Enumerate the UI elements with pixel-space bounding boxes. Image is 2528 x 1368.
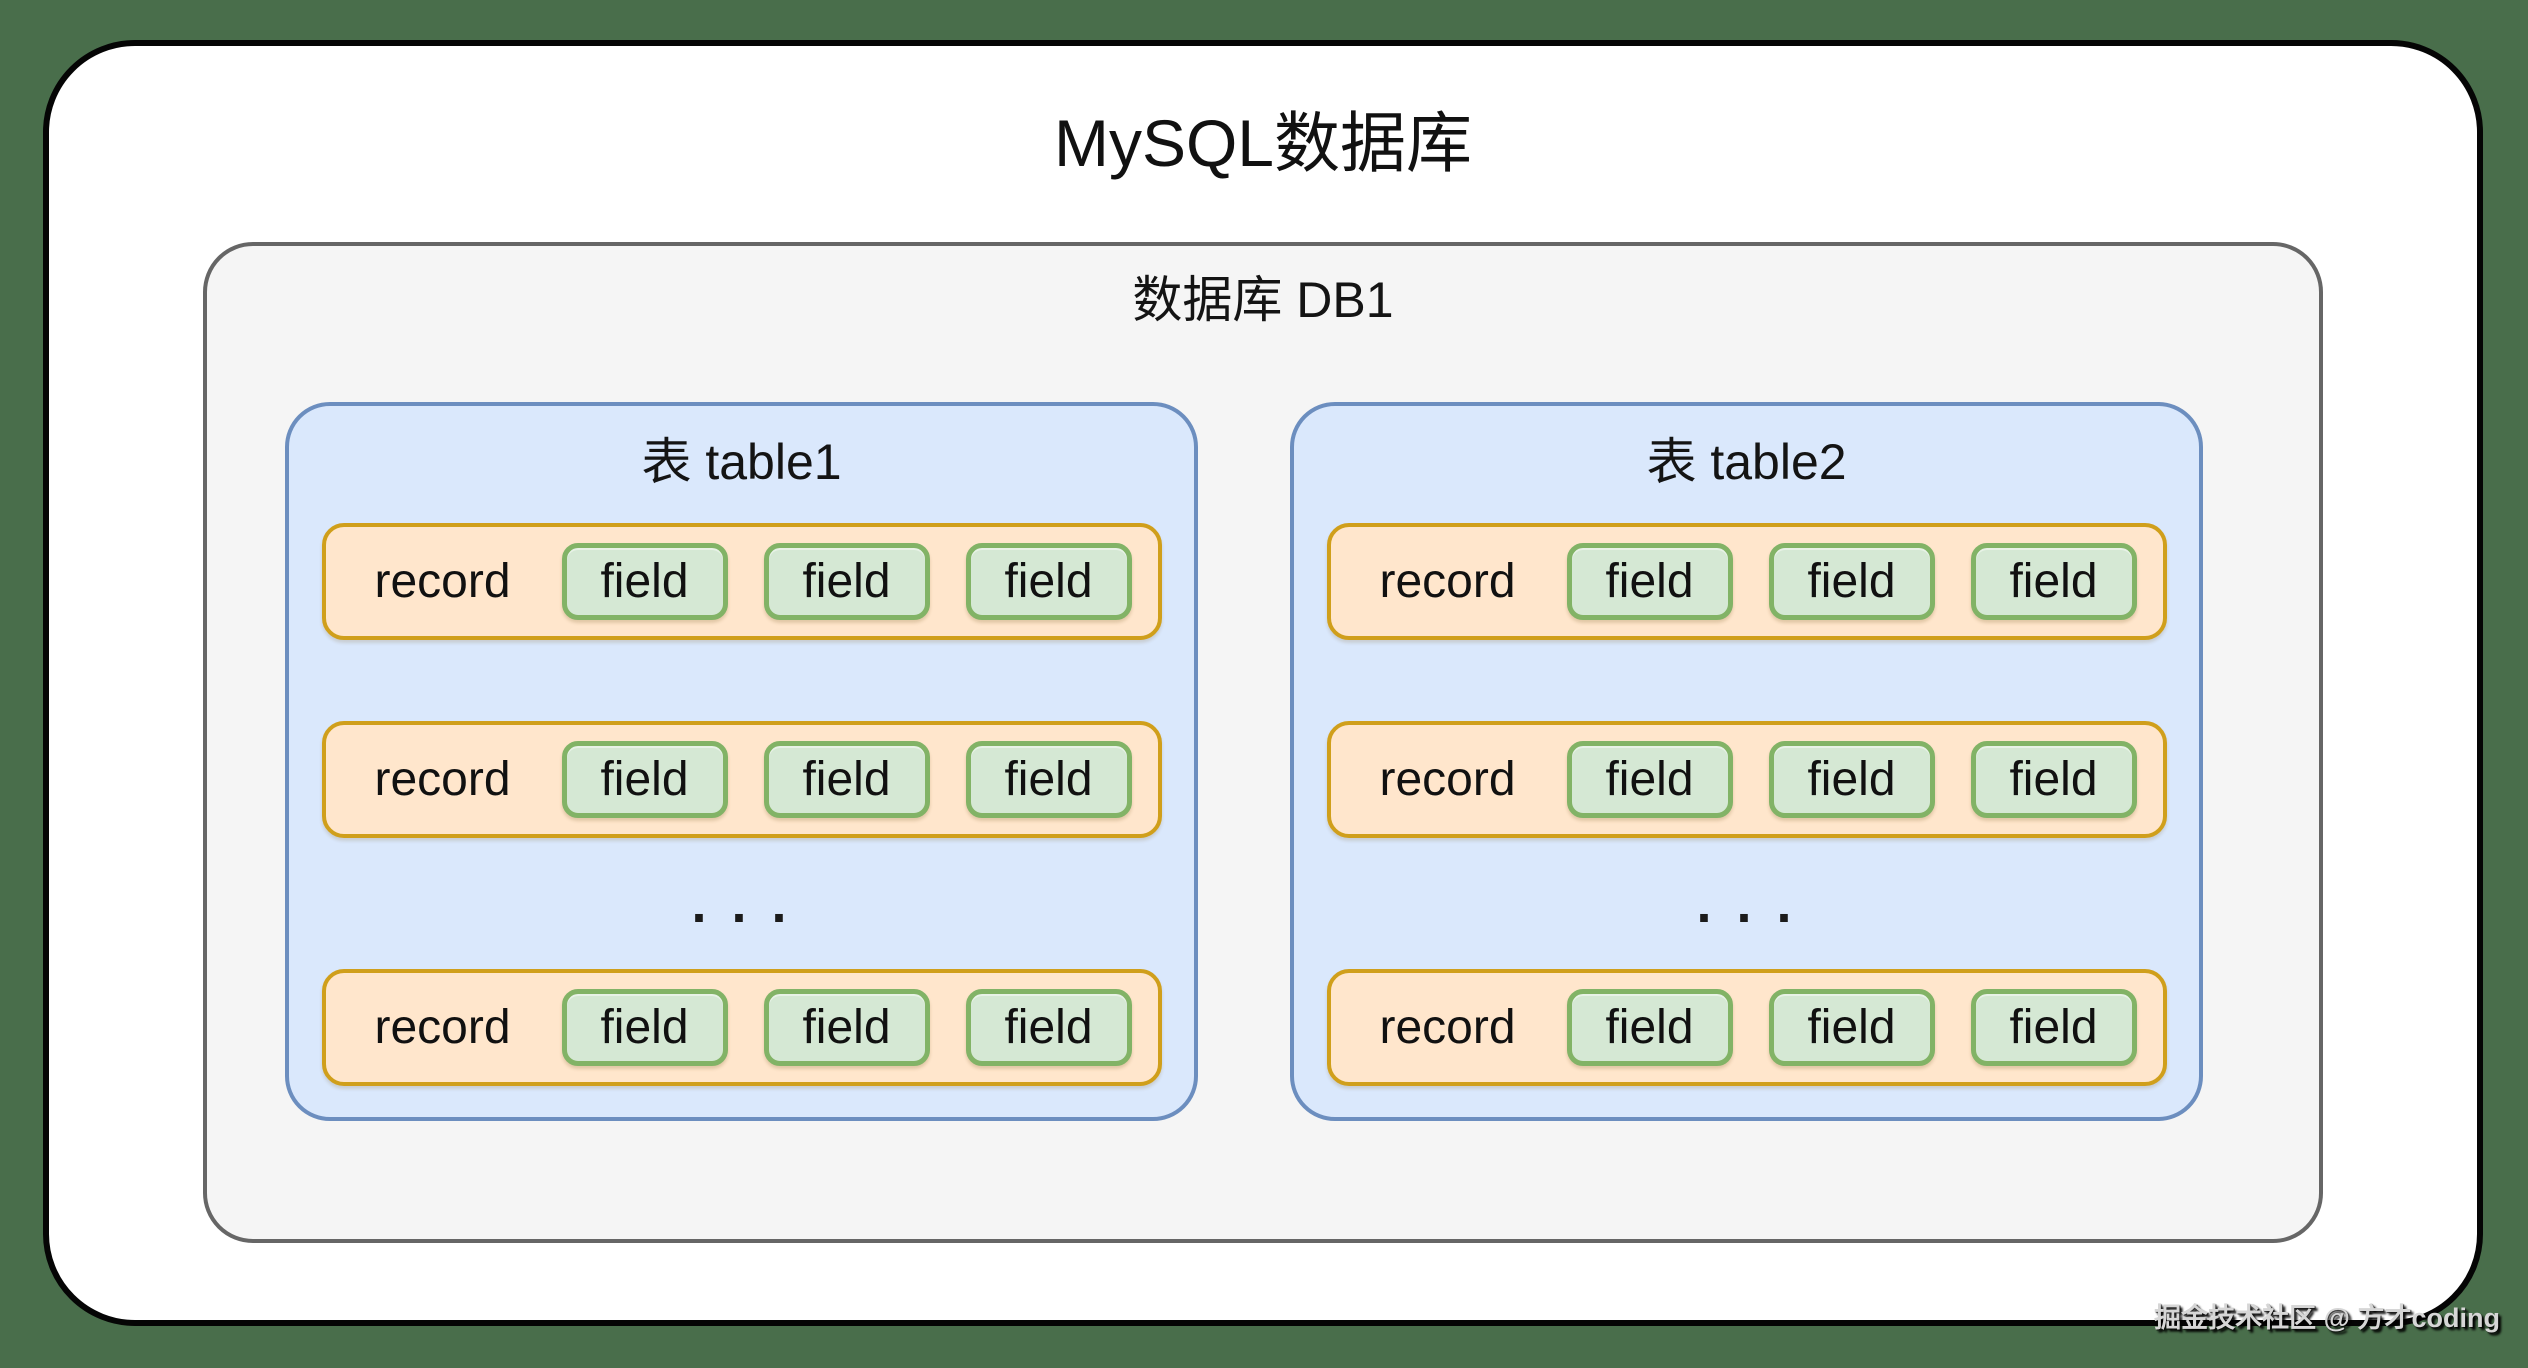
record-row: record field field field (321, 721, 1162, 838)
field-box: field (561, 741, 728, 818)
table2-panel: 表 table2 record field field field record… (1290, 402, 2203, 1121)
table2-label: 表 table2 (1646, 434, 1847, 490)
field-box: field (1768, 543, 1935, 620)
record-row: record field field field (1326, 969, 2167, 1086)
table1-label: 表 table1 (641, 434, 842, 490)
field-box: field (965, 543, 1132, 620)
record-label: record (374, 1001, 511, 1054)
record-row: record field field field (321, 523, 1162, 640)
field-box: field (561, 989, 728, 1066)
field-box: field (1566, 741, 1733, 818)
field-box: field (1768, 741, 1935, 818)
record-row: record field field field (1326, 523, 2167, 640)
diagram-title: MySQL数据库 (1053, 106, 1473, 180)
field-box: field (763, 989, 930, 1066)
field-box: field (1970, 543, 2137, 620)
diagram-card: MySQL数据库 数据库 DB1 表 table1 record field f… (43, 40, 2483, 1326)
field-box: field (965, 989, 1132, 1066)
watermark: 掘金技术社区 @ 方才coding (2154, 1303, 2500, 1333)
record-row: record field field field (321, 969, 1162, 1086)
field-box: field (1970, 741, 2137, 818)
field-box: field (1566, 543, 1733, 620)
record-label: record (1379, 555, 1516, 608)
field-box: field (965, 741, 1132, 818)
ellipsis: . . . (1696, 873, 1797, 934)
field-box: field (1768, 989, 1935, 1066)
record-label: record (1379, 753, 1516, 806)
tables-container: 表 table1 record field field field record… (207, 402, 2319, 1121)
table1-panel: 表 table1 record field field field record… (285, 402, 1198, 1121)
record-label: record (374, 753, 511, 806)
record-label: record (374, 555, 511, 608)
field-box: field (1970, 989, 2137, 1066)
database-label: 数据库 DB1 (1132, 272, 1394, 328)
ellipsis: . . . (691, 873, 792, 934)
field-box: field (763, 741, 930, 818)
field-box: field (763, 543, 930, 620)
record-label: record (1379, 1001, 1516, 1054)
database-panel: 数据库 DB1 表 table1 record field field fiel… (203, 242, 2323, 1243)
record-row: record field field field (1326, 721, 2167, 838)
field-box: field (561, 543, 728, 620)
field-box: field (1566, 989, 1733, 1066)
